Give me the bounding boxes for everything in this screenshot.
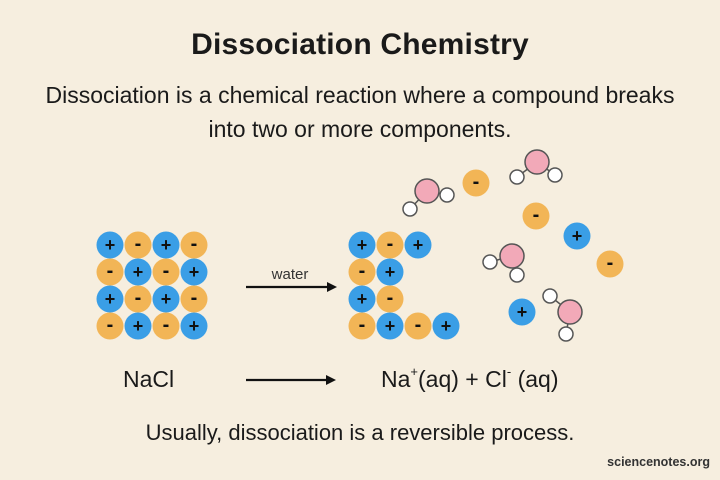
chloride-ion: - [96, 312, 124, 340]
chloride-ion: - [348, 258, 376, 286]
chloride-ion: - [96, 258, 124, 286]
water-molecule [542, 288, 583, 342]
minus-sign-icon: - [359, 260, 366, 282]
sodium-charge: + [410, 364, 418, 380]
chloride-charge: - [506, 364, 512, 380]
chloride-ion: - [152, 312, 180, 340]
chloride-ion: - [180, 231, 208, 259]
plus-sign: + [458, 366, 486, 392]
sodium-ion: + [404, 231, 432, 259]
chloride-state: (aq) [511, 366, 559, 392]
page-title: Dissociation Chemistry [191, 28, 529, 61]
chloride-ion: - [462, 169, 490, 197]
minus-sign-icon: - [107, 260, 114, 282]
plus-sign-icon: + [133, 262, 144, 282]
minus-sign-icon: - [473, 171, 480, 193]
plus-sign-icon: + [441, 316, 452, 336]
sodium-ion: + [348, 285, 376, 313]
footer-note: Usually, dissociation is a reversible pr… [145, 420, 575, 445]
minus-sign-icon: - [135, 287, 142, 309]
minus-sign-icon: - [163, 314, 170, 336]
minus-sign-icon: - [533, 204, 540, 226]
chloride-ion: - [404, 312, 432, 340]
minus-sign-icon: - [387, 287, 394, 309]
source-credit: sciencenotes.org [607, 455, 710, 469]
plus-sign-icon: + [572, 226, 583, 246]
plus-sign-icon: + [189, 316, 200, 336]
minus-sign-icon: - [359, 314, 366, 336]
minus-sign-icon: - [107, 314, 114, 336]
sodium-ion: + [180, 258, 208, 286]
sodium-symbol: Na [381, 366, 411, 392]
plus-sign-icon: + [413, 235, 424, 255]
sodium-ion: + [96, 231, 124, 259]
dissolving-crystal: +-+-++--+-+ [348, 231, 460, 340]
chloride-ion: - [124, 285, 152, 313]
minus-sign-icon: - [191, 287, 198, 309]
sodium-ion: + [180, 312, 208, 340]
chloride-ion: - [124, 231, 152, 259]
sodium-ion: + [432, 312, 460, 340]
chloride-ion: - [180, 285, 208, 313]
sodium-ion: + [376, 312, 404, 340]
reaction-arrow [246, 375, 336, 385]
plus-sign-icon: + [385, 262, 396, 282]
sodium-ion: + [563, 222, 591, 250]
plus-sign-icon: + [189, 262, 200, 282]
sodium-ion: + [124, 312, 152, 340]
minus-sign-icon: - [607, 252, 614, 274]
water-molecules [402, 149, 583, 342]
plus-sign-icon: + [385, 316, 396, 336]
plus-sign-icon: + [105, 235, 116, 255]
chloride-ion: - [376, 231, 404, 259]
nacl-crystal-lattice: +-+--+-++-+--+-+ [96, 231, 208, 340]
chloride-ion: - [376, 285, 404, 313]
minus-sign-icon: - [191, 233, 198, 255]
plus-sign-icon: + [517, 302, 528, 322]
product-equation: Na+(aq) + Cl- (aq) [381, 364, 559, 393]
plus-sign-icon: + [357, 235, 368, 255]
water-molecule [509, 149, 563, 185]
minus-sign-icon: - [387, 233, 394, 255]
sodium-ion: + [376, 258, 404, 286]
sodium-ion: + [124, 258, 152, 286]
sodium-ion: + [152, 231, 180, 259]
water-arrow [246, 282, 337, 292]
water-molecule [482, 243, 525, 283]
reactant-label: NaCl [123, 366, 175, 392]
chloride-ion: - [152, 258, 180, 286]
minus-sign-icon: - [163, 260, 170, 282]
chloride-symbol: Cl [485, 366, 507, 392]
plus-sign-icon: + [105, 289, 116, 309]
plus-sign-icon: + [161, 235, 172, 255]
chloride-ion: - [596, 250, 624, 278]
sodium-ion: + [96, 285, 124, 313]
plus-sign-icon: + [133, 316, 144, 336]
chloride-ion: - [522, 202, 550, 230]
plus-sign-icon: + [161, 289, 172, 309]
chloride-ion: - [348, 312, 376, 340]
sodium-ion: + [348, 231, 376, 259]
sodium-ion: + [508, 298, 536, 326]
sodium-ion: + [152, 285, 180, 313]
minus-sign-icon: - [415, 314, 422, 336]
minus-sign-icon: - [135, 233, 142, 255]
plus-sign-icon: + [357, 289, 368, 309]
sodium-state: (aq) [418, 366, 459, 392]
description-text: Dissociation is a chemical reaction wher… [45, 82, 675, 142]
free-ions: - - + - + [462, 169, 624, 326]
water-arrow-label: water [271, 266, 309, 283]
water-molecule [402, 178, 455, 217]
